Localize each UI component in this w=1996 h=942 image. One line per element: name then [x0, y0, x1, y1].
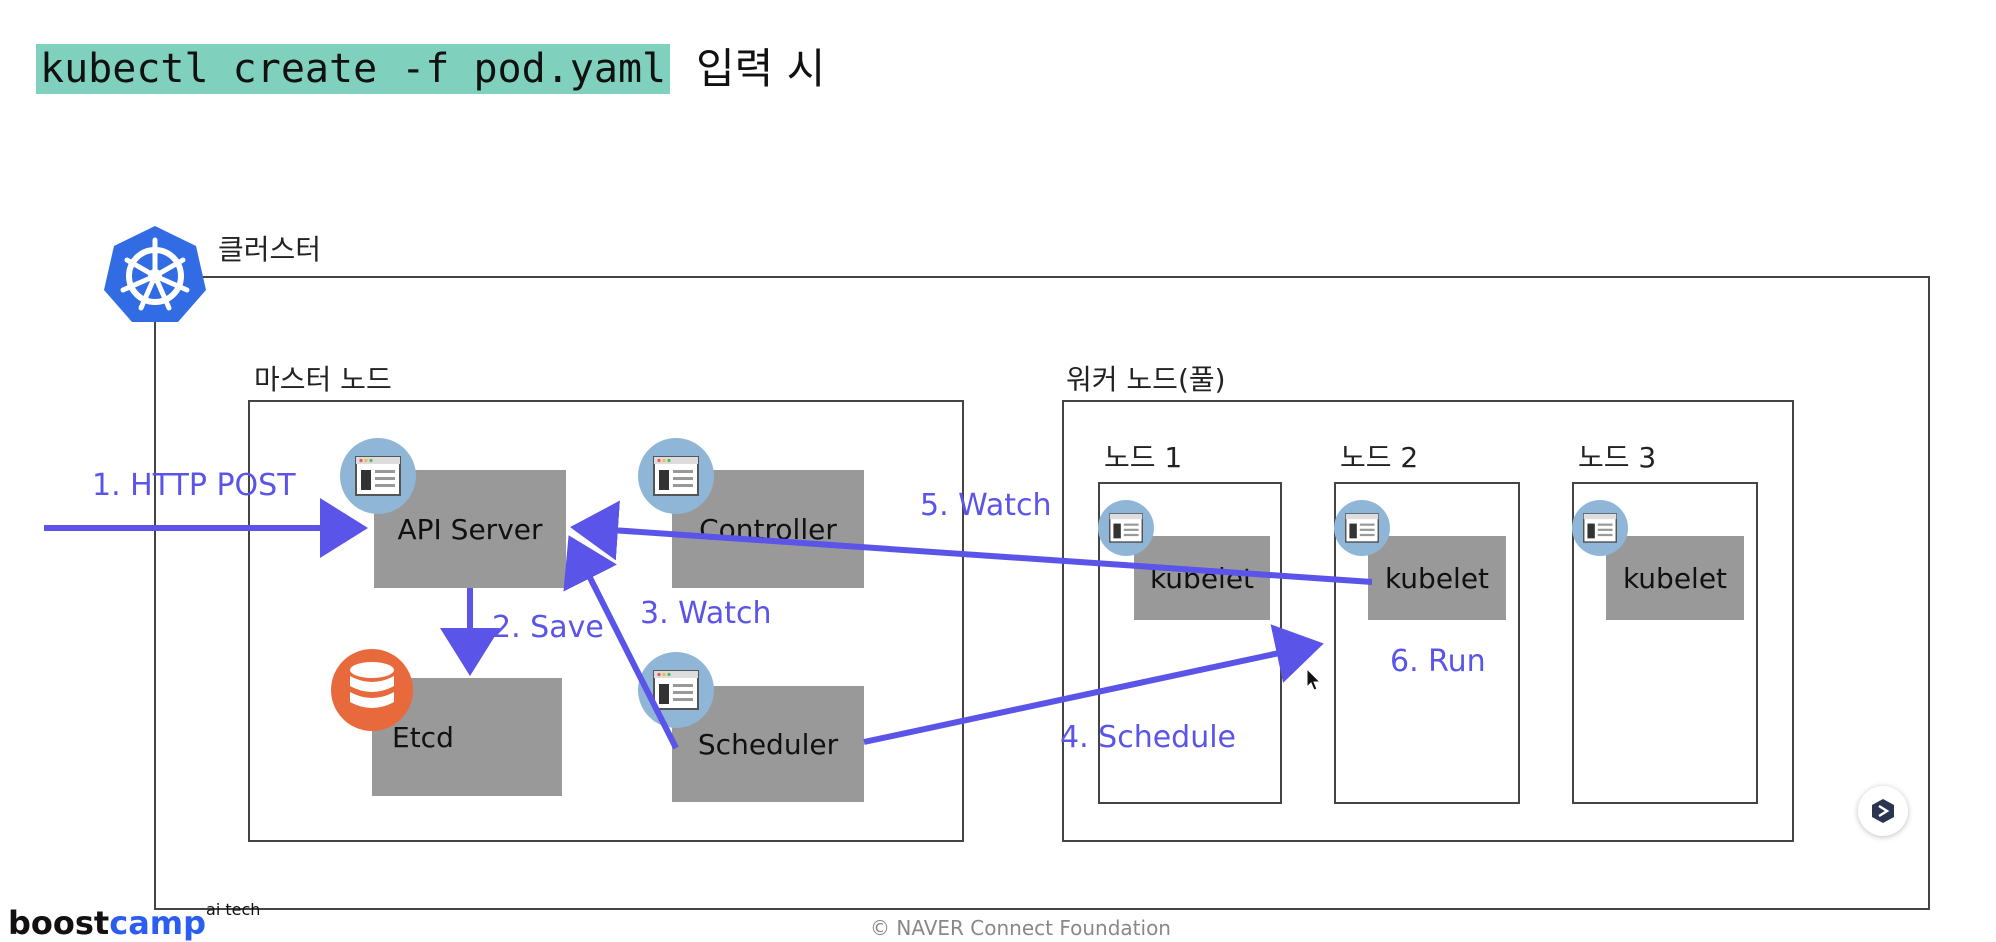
boostcamp-logo: boostcampai tech [8, 900, 260, 942]
node-1-app-icon [1098, 500, 1154, 556]
cluster-label: 클러스터 [218, 233, 322, 266]
step-1-label: 1. HTTP POST [92, 468, 296, 503]
scheduler-app-icon [638, 652, 714, 728]
node-3-box [1572, 482, 1758, 804]
brand-sup: ai tech [206, 900, 261, 919]
floating-assistant-button[interactable] [1858, 786, 1908, 836]
step-2-label: 2. Save [492, 610, 604, 645]
node-2-label: 노드 2 [1340, 441, 1419, 474]
command-text: kubectl create -f pod.yaml [36, 44, 671, 94]
arrow-watch-kubelet [570, 500, 1373, 585]
brand-main: boost [8, 904, 110, 942]
step-4-label: 4. Schedule [1060, 720, 1237, 755]
kubernetes-logo-icon [102, 222, 208, 324]
kubelet-node-2: kubelet [1368, 536, 1506, 620]
assistant-icon [1872, 799, 1894, 823]
mouse-cursor-icon [1306, 667, 1322, 696]
node-3-label: 노드 3 [1578, 441, 1657, 474]
master-node-label: 마스터 노드 [254, 363, 392, 396]
step-3-label: 3. Watch [640, 596, 772, 631]
node-3-app-icon [1572, 500, 1628, 556]
kubelet-node-3: kubelet [1606, 536, 1744, 620]
api-server-app-icon [340, 438, 416, 514]
step-5-label: 5. Watch [920, 488, 1052, 523]
cluster-box [154, 276, 1930, 910]
database-icon [330, 648, 414, 732]
node-2-box [1334, 482, 1520, 804]
step-6-label: 6. Run [1390, 644, 1486, 679]
arrow-schedule [863, 624, 1324, 745]
command-suffix: 입력 시 [696, 44, 826, 93]
node-1-label: 노드 1 [1104, 441, 1183, 474]
worker-node-label: 워커 노드(풀) [1066, 363, 1226, 396]
controller-app-icon [638, 438, 714, 514]
copyright-text: © NAVER Connect Foundation [870, 916, 1171, 940]
brand-accent: camp [109, 904, 207, 942]
node-2-app-icon [1334, 500, 1390, 556]
kubelet-node-1: kubelet [1134, 536, 1270, 620]
master-node-box [248, 400, 964, 842]
worker-node-pool-box [1062, 400, 1794, 842]
arrow-watch-scheduler [563, 535, 679, 750]
